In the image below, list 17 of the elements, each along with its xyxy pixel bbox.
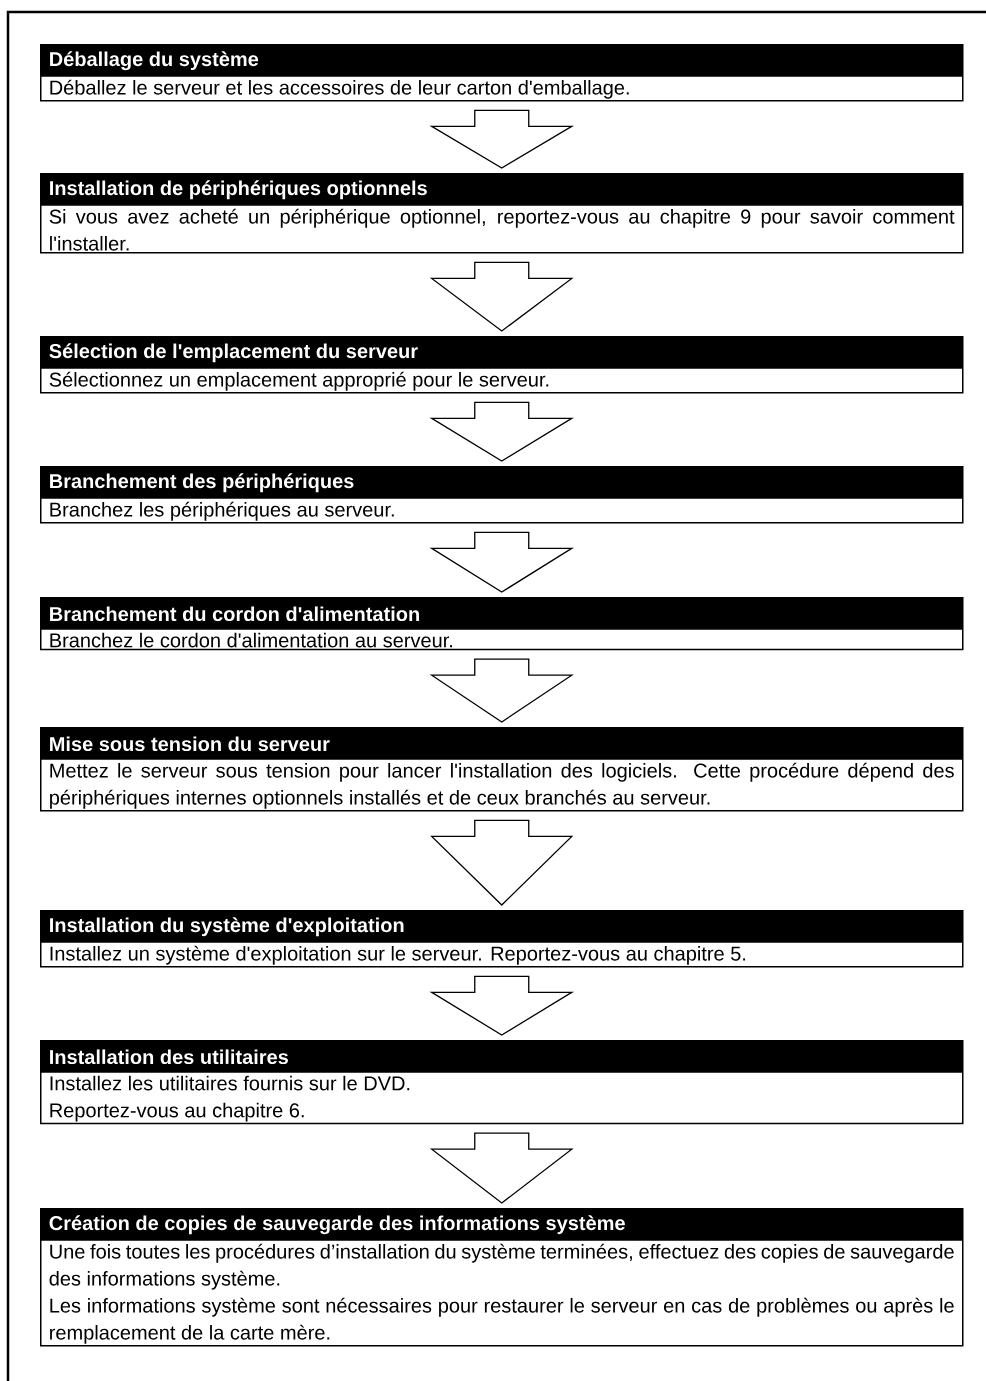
step-box: Installation des utilitaires Installez les utilitaires fournis sur le DVD. Reportez-vous au chapitre 6. bbox=[40, 1040, 964, 1125]
block-arrow bbox=[429, 401, 575, 462]
step-box: Création de copies de sauvegarde des informations système Une fois toutes les procédures d’installation du système terminées, effectuez des copies de sauvegarde des informations système. Les informations système sont nécessaires pour restaurer le serveur en cas de problèmes ou après le remplacement de la carte mère. bbox=[40, 1208, 964, 1347]
step-box: Mise sous tension du serveur Mettez le serveur sous tension pour lancer l'installation des logiciels. Cette procédure dépend des périphériques internes optionnels installés et de ceux branchés au serveur. bbox=[40, 727, 964, 812]
step-box: Branchement du cordon d'alimentation Branchez le cordon d'alimentation au serveur. bbox=[40, 597, 964, 651]
block-arrow bbox=[430, 819, 574, 906]
block-arrow bbox=[429, 975, 575, 1036]
step-box: Installation de périphériques optionnels Si vous avez acheté un périphérique optionnel, reportez-vous au chapitre 9 pour savoir comment l'installer. bbox=[40, 173, 964, 254]
block-arrow bbox=[429, 658, 574, 723]
step-box: Sélection de l'emplacement du serveur Sélectionnez un emplacement approprié pour le serveur. bbox=[40, 336, 964, 394]
block-arrow bbox=[429, 261, 574, 332]
step-box: Branchement des périphériques Branchez les périphériques au serveur. bbox=[40, 466, 964, 524]
block-arrow bbox=[429, 109, 575, 169]
step-box: Installation du système d'exploitation Installez un système d'exploitation sur le serveur. Reportez-vous au chapitre 5. bbox=[40, 910, 964, 968]
block-arrow bbox=[429, 531, 575, 593]
block-arrow bbox=[429, 1132, 574, 1204]
step-box: Déballage du système Déballez le serveur et les accessoires de leur carton d'emballage. bbox=[40, 44, 964, 102]
